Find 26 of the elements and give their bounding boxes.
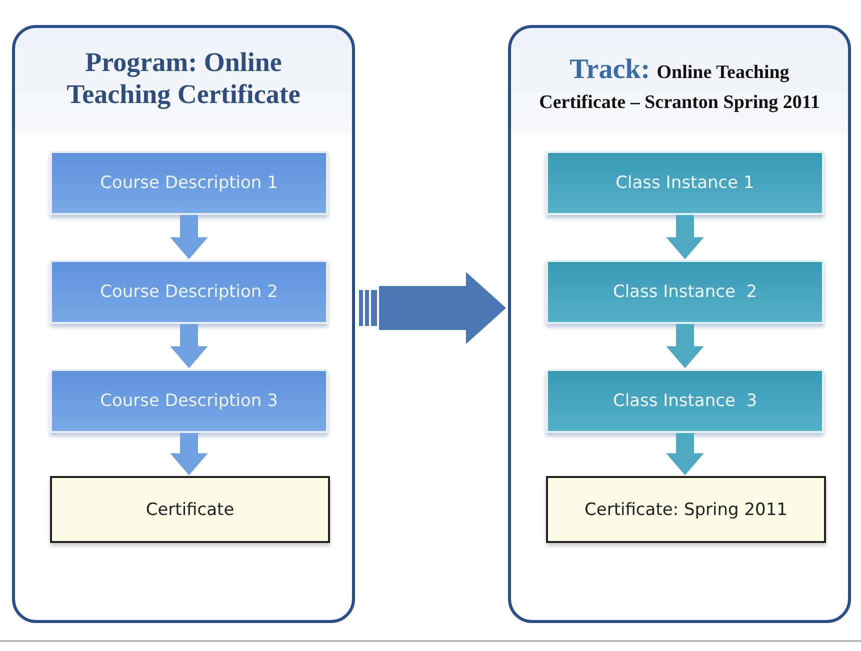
panel-heading: Program: Online Teaching Certificate (66, 46, 302, 110)
result-box (546, 476, 826, 543)
group-panel (12, 25, 355, 623)
down-arrow (170, 215, 208, 260)
box-label: Course Description 3 (100, 391, 278, 411)
process-box (546, 151, 824, 215)
box-label: Class Instance 3 (612, 391, 758, 411)
group-panel (508, 25, 851, 623)
process-box (50, 151, 328, 215)
box-label: Class Instance 2 (612, 282, 758, 302)
process-box (50, 260, 328, 324)
result-box (50, 476, 330, 543)
process-box (50, 369, 328, 433)
down-arrow (666, 324, 704, 368)
down-arrow (170, 324, 208, 368)
box-label: Certificate: Spring 2011 (584, 500, 788, 520)
process-box (546, 260, 824, 324)
box-label: Course Description 2 (100, 282, 278, 302)
down-arrow (666, 433, 704, 476)
panel-heading: Track: Online Teaching Certificate – Scranton Spring 2011 (538, 56, 821, 115)
process-box (546, 369, 824, 433)
box-label: Class Instance 1 (616, 173, 754, 193)
box-label: Course Description 1 (100, 173, 278, 193)
down-arrow (666, 215, 704, 260)
down-arrow (170, 433, 208, 476)
box-label: Certificate (146, 500, 234, 520)
